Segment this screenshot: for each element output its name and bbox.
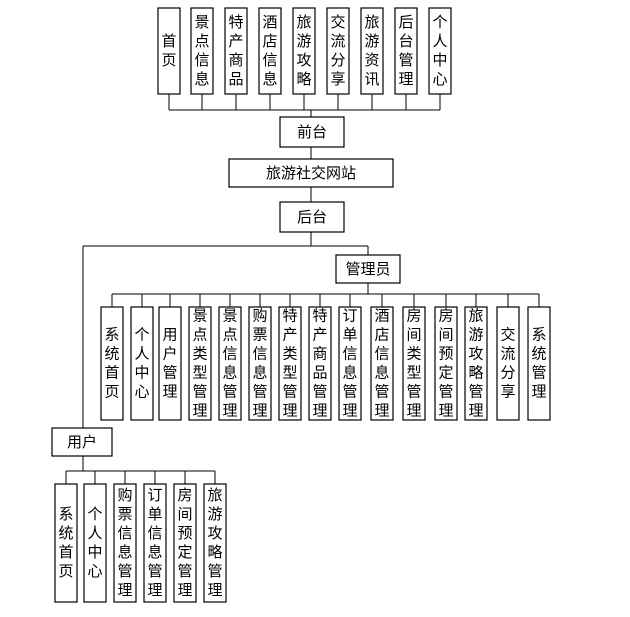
admin-module-11-label: 房间预定管理: [438, 307, 453, 420]
admin-module-7-label: 特产商品管理: [312, 307, 327, 420]
admin-module-1-box: [130, 306, 154, 421]
user-module-2-label: 购票信息管理: [117, 486, 132, 599]
user-module-2-box: [113, 483, 137, 603]
user-module-5-label: 旅游攻略管理: [207, 486, 222, 599]
admin-module-10-box: [402, 306, 426, 421]
admin-module-6-label: 特产类型管理: [282, 307, 297, 420]
admin-module-0-label: 系统首页: [104, 326, 119, 401]
admin-module-9-box: [370, 306, 394, 421]
user-module-0-box: [54, 483, 78, 603]
front-module-8-label: 个人中心: [432, 13, 447, 88]
user-module-4-box: [173, 483, 197, 603]
backend-node-box: [279, 201, 345, 233]
user-module-5-box: [203, 483, 227, 603]
front-module-6-label: 旅游资讯: [364, 13, 379, 88]
front-module-5-label: 交流分享: [330, 13, 345, 88]
admin-module-5-label: 购票信息管理: [252, 307, 267, 420]
root-node-box: [228, 158, 394, 188]
admin-node-box: [335, 254, 401, 284]
admin-module-13-label: 交流分享: [500, 326, 515, 401]
admin-module-3-box: [188, 306, 212, 421]
admin-module-11-box: [434, 306, 458, 421]
admin-module-14-box: [527, 306, 551, 421]
admin-module-3-label: 景点类型管理: [192, 307, 207, 420]
front-module-7-label: 后台管理: [398, 13, 413, 88]
admin-module-12-label: 旅游攻略管理: [468, 307, 483, 420]
user-module-4-label: 房间预定管理: [177, 486, 192, 599]
admin-module-0-box: [100, 306, 124, 421]
admin-module-6-box: [278, 306, 302, 421]
front-module-2-label: 特产商品: [228, 13, 243, 88]
user-node-label: 用户: [67, 433, 97, 451]
frontend-node-box: [279, 116, 345, 148]
user-module-1-label: 个人中心: [87, 505, 102, 580]
user-module-3-label: 订单信息管理: [147, 486, 162, 599]
admin-module-14-label: 系统管理: [531, 326, 546, 401]
admin-module-5-box: [248, 306, 272, 421]
admin-module-4-box: [218, 306, 242, 421]
admin-module-10-label: 房间类型管理: [406, 307, 421, 420]
root-node-label: 旅游社交网站: [266, 164, 356, 182]
admin-module-8-box: [338, 306, 362, 421]
front-module-1-label: 景点信息: [194, 13, 209, 88]
user-node-box: [51, 427, 113, 457]
front-module-0-label: 首页: [161, 32, 176, 69]
admin-module-12-box: [464, 306, 488, 421]
admin-module-8-label: 订单信息管理: [342, 307, 357, 420]
admin-module-13-box: [496, 306, 520, 421]
admin-module-2-label: 用户管理: [162, 326, 177, 401]
backend-node-label: 后台: [297, 208, 327, 226]
admin-node-label: 管理员: [345, 260, 390, 278]
frontend-node-label: 前台: [297, 123, 327, 141]
admin-module-2-box: [158, 306, 182, 421]
admin-module-9-label: 酒店信息管理: [374, 307, 389, 420]
admin-module-7-box: [308, 306, 332, 421]
user-module-0-label: 系统首页: [58, 505, 73, 580]
user-module-3-box: [143, 483, 167, 603]
user-module-1-box: [83, 483, 107, 603]
front-module-4-label: 旅游攻略: [296, 13, 311, 88]
admin-module-4-label: 景点信息管理: [222, 307, 237, 420]
front-module-3-label: 酒店信息: [262, 13, 277, 88]
admin-module-1-label: 个人中心: [134, 326, 149, 401]
